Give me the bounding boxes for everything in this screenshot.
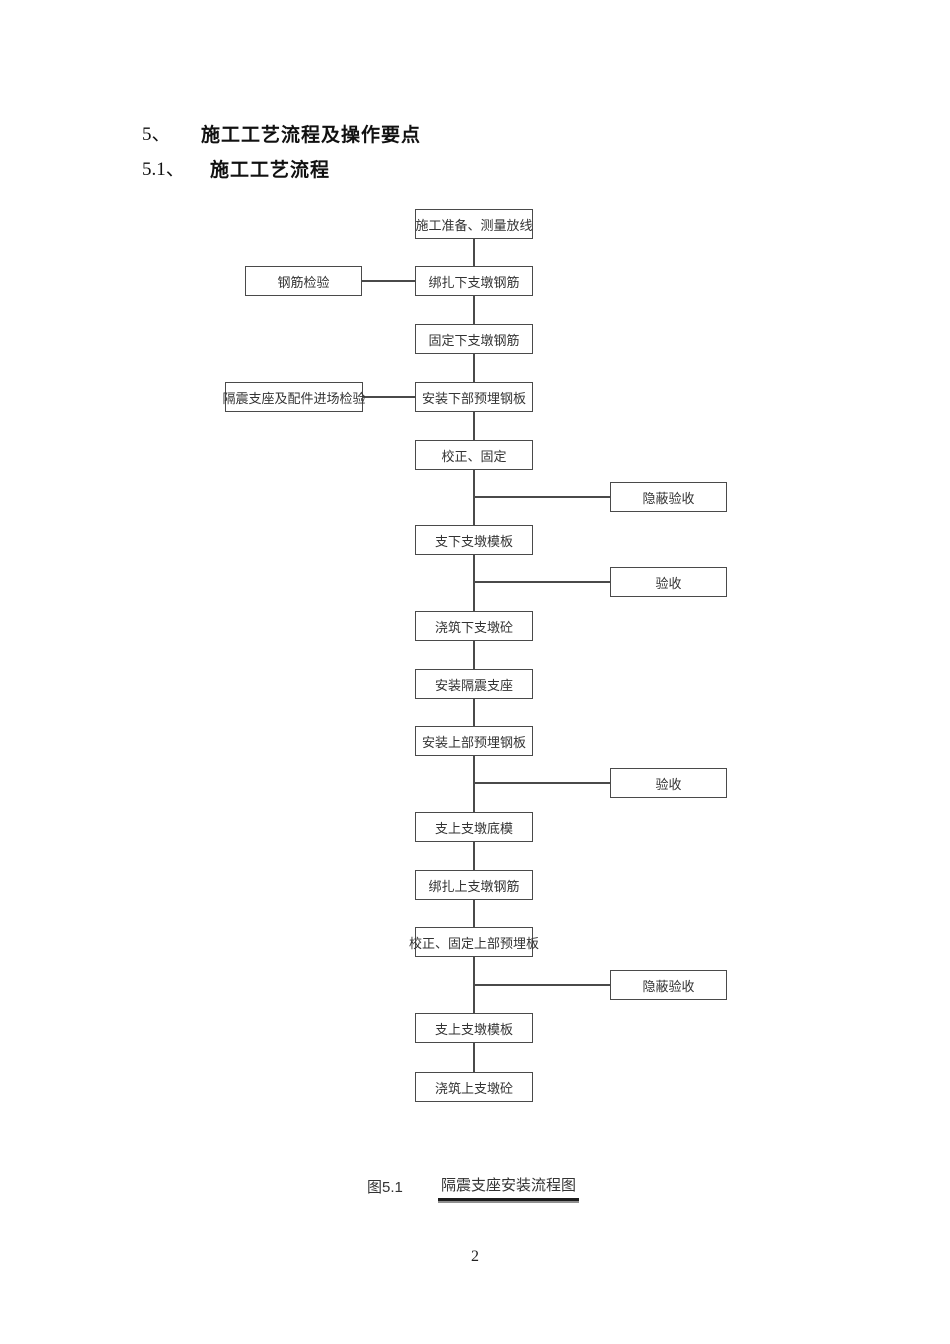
flow-step-box: 安装下部预埋钢板: [415, 382, 533, 412]
flow-step-box: 安装隔震支座: [415, 669, 533, 699]
flow-step-box: 校正、固定: [415, 440, 533, 470]
subsection-number: 5.1、: [142, 159, 185, 180]
connector-left-bearing-inspection: [363, 396, 415, 398]
connector-left-rebar-inspection: [362, 280, 415, 282]
flow-step-box: 固定下支墩钢筋: [415, 324, 533, 354]
check-box-left: 隔震支座及配件进场检验: [223, 382, 366, 412]
section-number: 5、: [142, 124, 171, 145]
connector-right-acceptance-2: [474, 782, 610, 784]
section-title: 施工工艺流程及操作要点: [201, 125, 422, 146]
check-box-right: 验收: [610, 768, 727, 798]
connector-right-concealed-acceptance-2: [474, 984, 610, 986]
subsection-title: 施工工艺流程: [210, 160, 331, 181]
flow-step-box: 浇筑下支墩砼: [415, 611, 533, 641]
flow-step-box: 绑扎下支墩钢筋: [415, 266, 533, 296]
check-box-right: 隐蔽验收: [610, 970, 727, 1000]
flow-step-box: 绑扎上支墩钢筋: [415, 870, 533, 900]
page-number: 2: [471, 1248, 479, 1265]
flow-step-box: 浇筑上支墩砼: [415, 1072, 533, 1102]
flow-step-box: 安装上部预埋钢板: [415, 726, 533, 756]
figure-title: 隔震支座安装流程图: [438, 1174, 580, 1201]
flow-step-box: 施工准备、测量放线: [415, 209, 533, 239]
check-box-left: 钢筋检验: [245, 266, 362, 296]
check-box-right: 隐蔽验收: [610, 482, 727, 512]
flow-step-box: 支上支墩模板: [415, 1013, 533, 1043]
connector-right-acceptance-1: [474, 581, 610, 583]
connector-right-concealed-acceptance-1: [474, 496, 610, 498]
check-box-right: 验收: [610, 567, 727, 597]
figure-label: 图5.1: [367, 1179, 403, 1196]
connector-vertical-spine: [473, 238, 475, 1074]
flow-step-box: 支下支墩模板: [415, 525, 533, 555]
flow-step-box: 校正、固定上部预埋板: [409, 927, 539, 957]
flow-step-box: 支上支墩底模: [415, 812, 533, 842]
